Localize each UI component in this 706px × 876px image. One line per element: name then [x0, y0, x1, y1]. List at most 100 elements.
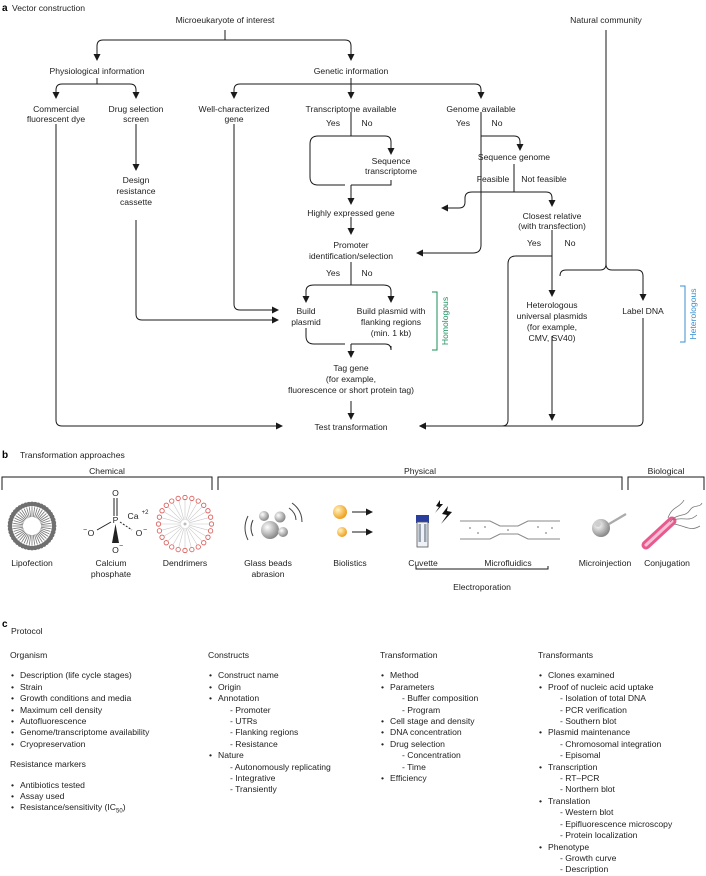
node-tag-gene-2: (for example, [326, 374, 376, 384]
protocol-item: Description (life cycle stages) [10, 670, 149, 682]
protocol-subitem: - Description [560, 864, 609, 875]
column-heading: Organism [10, 650, 48, 660]
node-build-flanking-2: flanking regions [361, 317, 421, 327]
node-natural-community: Natural community [570, 15, 642, 25]
protocol-subitem: - Southern blot [560, 716, 617, 727]
protocol-item: Origin [208, 682, 331, 694]
column-heading-resistance: Resistance markers [10, 759, 86, 770]
column-list: Construct nameOriginAnnotation- Promoter… [208, 670, 331, 795]
protocol-item: DNA concentration [380, 727, 478, 739]
protocol-subitem: - Time [402, 761, 426, 772]
protocol-subitem: - Promoter [230, 704, 271, 715]
protocol-item: Strain [10, 682, 149, 694]
group-physical: Physical [404, 466, 436, 476]
panel-c-label: c [2, 619, 8, 630]
column-list: Clones examinedProof of nucleic acid upt… [538, 670, 672, 875]
branch-no-promoter: No [362, 268, 373, 278]
node-promoter-2: identification/selection [309, 251, 393, 261]
protocol-subitem: - Epifluorescence microscopy [560, 818, 673, 829]
protocol-item: Cell stage and density [380, 716, 478, 728]
lipofection-icon [7, 501, 57, 551]
node-sequence-transcriptome-1: Sequence [372, 156, 411, 166]
panel-a: a Vector construction [2, 3, 698, 432]
cuvette-icon [416, 500, 452, 548]
branch-yes-transcriptome: Yes [326, 118, 340, 128]
node-build-flanking-1: Build plasmid with [357, 306, 426, 316]
label-calcium-phosphate-2: phosphate [91, 569, 131, 579]
branch-no-genome: No [492, 118, 503, 128]
protocol-subitem: - Flanking regions [230, 727, 299, 738]
node-tag-gene-3: fluorescence or short protein tag) [288, 385, 414, 395]
protocol-item: Construct name [208, 670, 331, 682]
node-build-flanking-3: (min. 1 kb) [371, 328, 412, 338]
protocol-item: Nature [208, 750, 331, 762]
label-conjugation: Conjugation [644, 558, 690, 568]
node-label-dna: Label DNA [622, 306, 664, 316]
column-list: Description (life cycle stages)StrainGro… [10, 670, 149, 750]
protocol-subitem: - Isolation of total DNA [560, 693, 646, 704]
node-well-characterized-1: Well-characterized [198, 104, 269, 114]
branch-yes-relative: Yes [527, 238, 541, 248]
protocol-item: Autofluorescence [10, 716, 149, 728]
node-genome-available: Genome available [446, 104, 515, 114]
protocol-subitem: - Transiently [230, 784, 277, 795]
protocol-column-transformants: Transformants Clones examinedProof of nu… [538, 650, 672, 876]
node-commercial-dye-1: Commercial [33, 104, 79, 114]
protocol-item: Assay used [10, 791, 149, 803]
node-design-resistance-1: Design [123, 175, 150, 185]
phosphate-o-bottom: O [112, 545, 119, 555]
protocol-item: Maximum cell density [10, 705, 149, 717]
homologous-label: Homologous [440, 297, 450, 345]
protocol-column-constructs: Constructs Construct nameOriginAnnotatio… [208, 650, 331, 796]
protocol-subitem: - Program [402, 704, 441, 715]
protocol-item: Genome/transcriptome availability [10, 727, 149, 739]
column-list: MethodParameters- Buffer composition- Pr… [380, 670, 478, 784]
protocol-item: Transcription [538, 762, 672, 774]
protocol-item: Annotation [208, 693, 331, 705]
protocol-subitem: - Protein localization [560, 830, 638, 841]
protocol-item: Parameters [380, 682, 478, 694]
flow-nodes: Microeukaryote of interest Natural commu… [27, 15, 664, 432]
protocol-item: Plasmid maintenance [538, 727, 672, 739]
label-glass-beads-1: Glass beads [244, 558, 292, 568]
protocol-subitem: - Western blot [560, 807, 614, 818]
protocol-item: Method [380, 670, 478, 682]
phosphate-minus-right: − [143, 527, 147, 534]
node-sequence-genome: Sequence genome [478, 152, 550, 162]
calcium-phosphate-icon: O P Ca +2 O − O − O − [83, 488, 149, 555]
protocol-item: Antibiotics tested [10, 780, 149, 792]
protocol-subitem: - Autonomously replicating [230, 761, 331, 772]
protocol-subitem: - Concentration [402, 750, 461, 761]
panel-c: c Protocol [2, 619, 43, 636]
protocol-item: Phenotype [538, 842, 672, 854]
homologous-bracket: Homologous [432, 291, 450, 351]
phosphate-ca: Ca [128, 511, 139, 521]
group-chemical: Chemical [89, 466, 125, 476]
conjugation-icon [641, 499, 703, 550]
phosphate-p: P [113, 515, 119, 525]
protocol-subitem: - PCR verification [560, 704, 627, 715]
node-build-plasmid-2: plasmid [291, 317, 321, 327]
protocol-column-transformation: Transformation MethodParameters- Buffer … [380, 650, 478, 785]
node-commercial-dye-2: fluorescent dye [27, 114, 86, 124]
branch-no-relative: No [565, 238, 576, 248]
flow-connectors [52, 30, 647, 430]
node-design-resistance-2: resistance [116, 186, 155, 196]
phosphate-o-right: O [136, 528, 143, 538]
protocol-item: Clones examined [538, 670, 672, 682]
node-microeukaryote: Microeukaryote of interest [176, 15, 275, 25]
heterologous-bracket: Heterologous [680, 285, 698, 343]
column-heading: Transformants [538, 650, 594, 660]
branch-yes-promoter: Yes [326, 268, 340, 278]
phosphate-minus-left: − [83, 527, 87, 534]
electroporation-bracket [415, 566, 549, 570]
protocol-item: Resistance/sensitivity (IC50) [10, 802, 149, 818]
panel-b: b Transformation approaches Chemical Phy… [1, 450, 705, 592]
label-lipofection: Lipofection [11, 558, 53, 568]
node-build-plasmid-1: Build [296, 306, 315, 316]
glass-beads-icon [244, 502, 303, 541]
label-microinjection: Microinjection [579, 558, 632, 568]
protocol-subitem: - Resistance [230, 738, 278, 749]
node-transcriptome-available: Transcriptome available [306, 104, 397, 114]
node-tag-gene-1: Tag gene [333, 363, 369, 373]
